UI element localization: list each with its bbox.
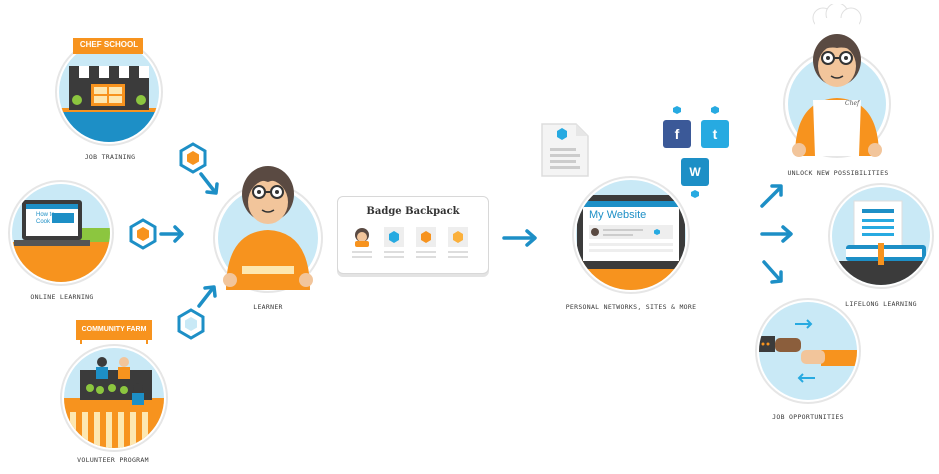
lifelong-learning-node	[828, 183, 934, 289]
chef-hat-icon	[812, 4, 862, 34]
community-farm-illustration	[60, 320, 168, 452]
wordpress-letter: W	[689, 165, 701, 179]
personal-networks-node: My Website	[571, 175, 691, 295]
chef-school-sign: CHEF SCHOOL	[79, 40, 139, 49]
badge-hex-icon	[453, 231, 463, 243]
how-to-cook-text: How to Cook	[36, 212, 55, 225]
badge-hex-icon	[129, 218, 157, 250]
job-opportunities-node	[755, 298, 861, 404]
twitter-icon	[701, 120, 729, 148]
wordpress-icon	[681, 158, 709, 186]
chef-avatar	[783, 4, 891, 158]
badge-hex-icon	[177, 308, 205, 340]
social-icons	[663, 106, 729, 198]
caption-lifelong: LIFELONG LEARNING	[845, 300, 917, 308]
book-illustration	[828, 183, 934, 289]
caption-personal-networks: PERSONAL NETWORKS, SITES & MORE	[565, 303, 697, 311]
twitter-letter: t	[712, 126, 718, 142]
badge-hex-icon	[389, 231, 399, 243]
unlock-possibilities-node: Chef	[783, 4, 891, 162]
backpack-slots	[352, 227, 468, 258]
website-title: My Website	[589, 209, 647, 221]
job-training-node: CHEF SCHOOL	[55, 38, 163, 146]
document-icon	[541, 123, 589, 177]
learner-avatar	[213, 166, 323, 293]
learner-node	[212, 160, 324, 300]
chef-school-illustration	[55, 38, 163, 146]
caption-job-training: JOB TRAINING	[84, 153, 136, 161]
caption-learner: LEARNER	[253, 303, 283, 311]
mini-avatar-icon	[355, 228, 369, 247]
online-learning-node: How to Cook	[8, 180, 114, 286]
badge-hex-icon	[421, 231, 431, 243]
badge-backpack-card: Badge Backpack	[337, 196, 489, 274]
output-arrows	[760, 184, 793, 284]
caption-online-learning: ONLINE LEARNING	[30, 293, 94, 301]
handshake-illustration	[755, 298, 861, 404]
website-illustration	[572, 176, 690, 294]
arrow-right-icon	[502, 229, 537, 247]
input-arrows	[129, 142, 219, 340]
community-farm-sign: COMMUNITY FARM	[81, 326, 147, 333]
caption-unlock: UNLOCK NEW POSSIBILITIES	[787, 169, 889, 177]
caption-job-opportunities: JOB OPPORTUNITIES	[772, 413, 844, 421]
facebook-icon	[663, 120, 691, 148]
badge-hex-icon	[179, 142, 207, 174]
apron-label: Chef	[845, 100, 860, 107]
laptop-illustration	[8, 180, 114, 286]
volunteer-program-node: COMMUNITY FARM	[60, 318, 168, 453]
badge-backpack-title: Badge Backpack	[366, 206, 460, 217]
caption-volunteer-program: VOLUNTEER PROGRAM	[77, 456, 149, 464]
facebook-letter: f	[674, 126, 680, 142]
